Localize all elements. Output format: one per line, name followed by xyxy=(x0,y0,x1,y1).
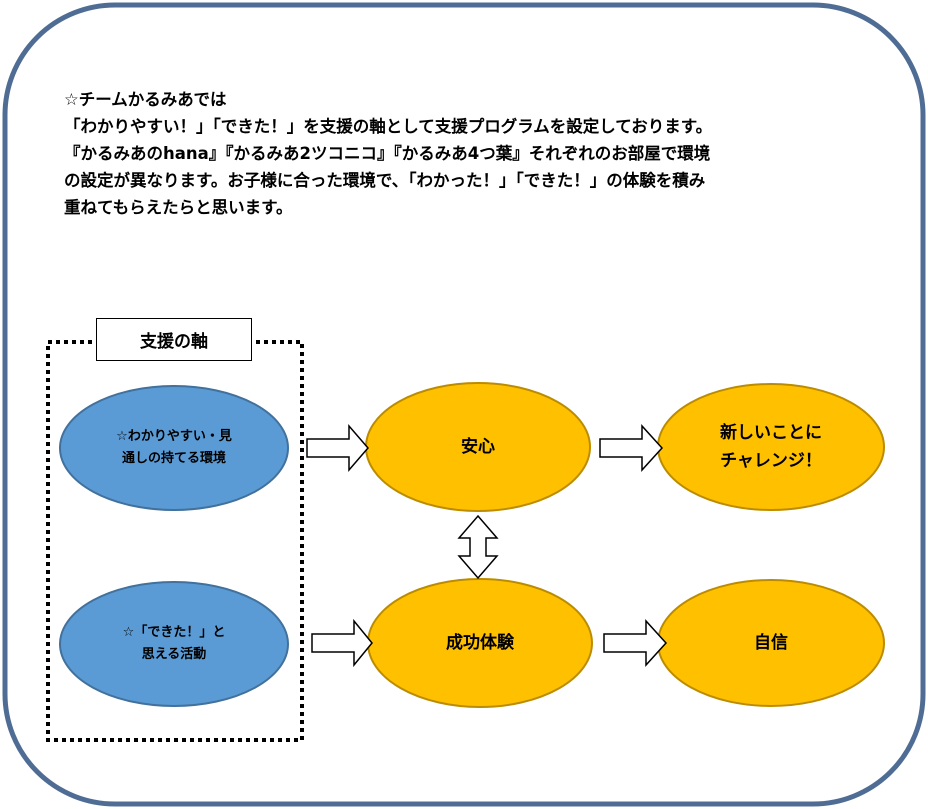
node-challenge xyxy=(657,383,885,511)
node-easy-env xyxy=(59,385,289,511)
node-achieved-activity xyxy=(59,581,289,707)
intro-line: 重ねてもらえたらと思います。 xyxy=(64,198,293,217)
support-axis-label: 支援の軸 xyxy=(96,318,252,361)
intro-line: 『かるみあのhana』『かるみあ2ツコニコ』『かるみあ4つ葉』それぞれのお部屋で… xyxy=(64,144,711,163)
node-anshin xyxy=(365,382,591,512)
intro-text: ☆チームかるみあでは 「わかりやすい！」「できた！」を支援の軸として支援プログラ… xyxy=(64,86,884,221)
intro-line: ☆チームかるみあでは xyxy=(64,90,227,109)
intro-line: 「わかりやすい！」「できた！」を支援の軸として支援プログラムを設定しております。 xyxy=(64,117,713,136)
node-confidence xyxy=(657,579,885,707)
arrow-right-icon xyxy=(306,423,369,473)
node-success xyxy=(367,578,593,708)
arrow-right-icon xyxy=(599,424,664,472)
double-arrow-vertical-icon xyxy=(457,514,499,580)
support-axis-group xyxy=(46,340,304,742)
arrow-right-icon xyxy=(603,619,668,667)
arrow-right-icon xyxy=(311,618,373,668)
intro-line: の設定が異なります。お子様に合った環境で、「わかった！」「できた！」の体験を積み xyxy=(64,171,706,190)
